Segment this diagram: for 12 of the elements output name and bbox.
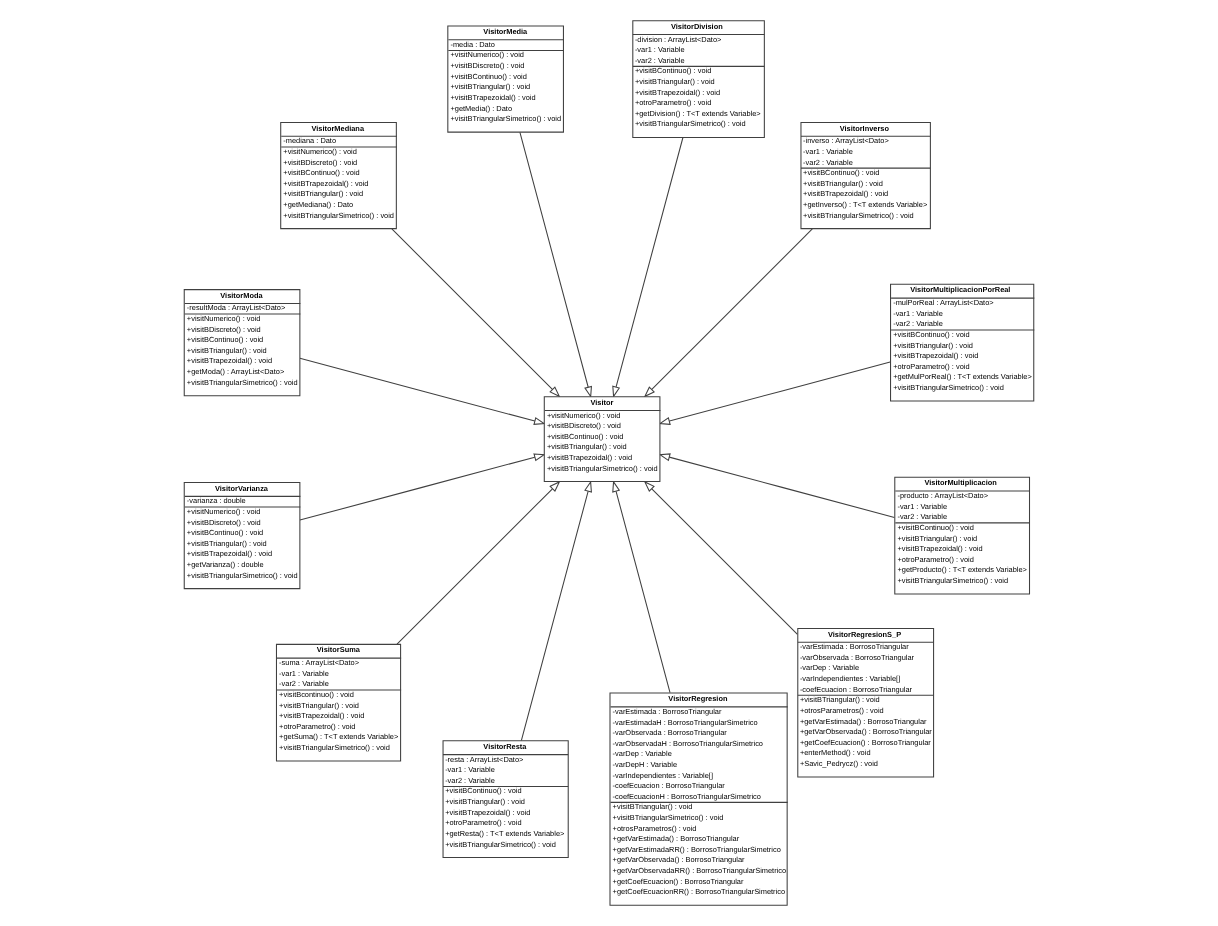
arrow [612, 137, 684, 398]
arrow [658, 453, 895, 518]
arrow [520, 480, 592, 742]
arrow [299, 357, 546, 425]
arrow [396, 480, 561, 645]
arrow [658, 361, 891, 425]
arrow [643, 228, 813, 398]
arrow [299, 453, 546, 521]
arrow [519, 131, 592, 399]
arrow [391, 228, 561, 398]
arrow [643, 480, 798, 635]
arrow [612, 480, 671, 694]
